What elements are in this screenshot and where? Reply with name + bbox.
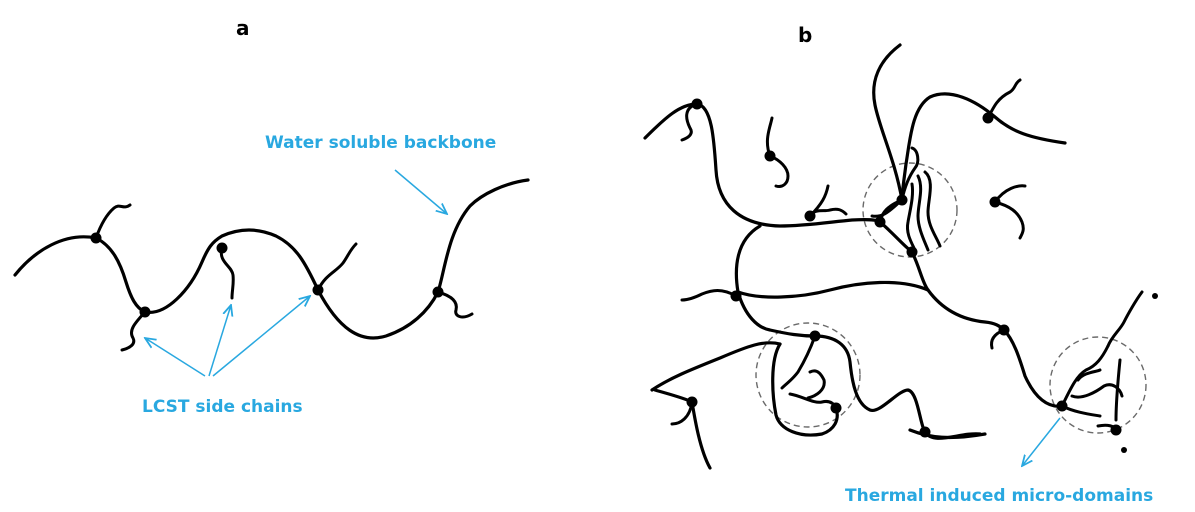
chain-junction xyxy=(805,211,816,222)
side-chain-arrow xyxy=(145,338,205,376)
side-chain-arrow xyxy=(213,296,310,376)
lcst-side-chain xyxy=(122,312,145,350)
lcst-side-chain xyxy=(221,248,233,298)
lcst-side-chain xyxy=(995,202,1023,238)
chain-junction xyxy=(433,287,444,298)
chain-junction xyxy=(313,285,324,296)
chain-junction xyxy=(983,113,994,124)
chain-end-dot xyxy=(1152,293,1158,299)
panel-a: a Water soluble backbone LCST side chain… xyxy=(15,16,528,417)
backbone-annotation: Water soluble backbone xyxy=(265,133,496,153)
chain-junction xyxy=(907,247,918,258)
backbone-chain xyxy=(655,390,710,468)
chain-junction xyxy=(999,325,1010,336)
chain-end-dot xyxy=(1121,447,1127,453)
lcst-side-chain xyxy=(318,244,356,290)
water-soluble-backbone xyxy=(15,180,528,338)
chain-junction xyxy=(687,397,698,408)
lcst-side-chain xyxy=(96,205,130,238)
domain-side-chain xyxy=(1072,385,1122,397)
lcst-side-chain xyxy=(988,80,1020,118)
domain-side-chain xyxy=(808,371,824,398)
domain-side-chain xyxy=(1062,406,1100,416)
side-chains-annotation: LCST side chains xyxy=(142,397,303,417)
panel-b: b xyxy=(645,23,1158,506)
backbone-arrow xyxy=(395,170,447,214)
lcst-side-chain xyxy=(682,104,697,140)
chain-junction xyxy=(140,307,151,318)
backbone-chain xyxy=(815,336,980,438)
chain-junction xyxy=(765,151,776,162)
chain-junction xyxy=(1057,401,1068,412)
chain-junction xyxy=(897,195,908,206)
chain-junction xyxy=(875,217,886,228)
chain-junction xyxy=(920,427,931,438)
side-chain-arrow xyxy=(209,305,231,376)
panel-b-label: b xyxy=(798,23,812,47)
chain-junction xyxy=(731,291,742,302)
chain-junction xyxy=(91,233,102,244)
backbone-chain xyxy=(645,104,880,226)
domain-side-chain xyxy=(907,184,914,248)
domain-side-chain xyxy=(782,336,815,388)
chain-junction xyxy=(810,331,821,342)
backbone-chain xyxy=(736,226,815,336)
backbone-chain xyxy=(902,94,1065,200)
lcst-side-chain xyxy=(767,118,772,156)
chain-junction xyxy=(217,243,228,254)
lcst-side-chain xyxy=(438,292,472,317)
micro-domains-annotation: Thermal induced micro-domains xyxy=(845,486,1153,506)
chain-junction xyxy=(831,403,842,414)
chain-junction xyxy=(692,99,703,110)
chain-junction xyxy=(1111,425,1122,436)
backbone-chain xyxy=(874,45,902,200)
micro-domain-arrow xyxy=(1022,418,1060,466)
domain-side-chain xyxy=(1108,292,1142,346)
backbone-chain xyxy=(738,282,928,297)
domain-side-chain xyxy=(925,172,940,246)
lcst-side-chain xyxy=(682,291,736,301)
micro-domain-outline xyxy=(1050,337,1146,433)
panel-a-label: a xyxy=(236,16,250,40)
backbone-chain xyxy=(652,343,780,390)
chain-junction xyxy=(990,197,1001,208)
domain-side-chain xyxy=(918,176,928,250)
